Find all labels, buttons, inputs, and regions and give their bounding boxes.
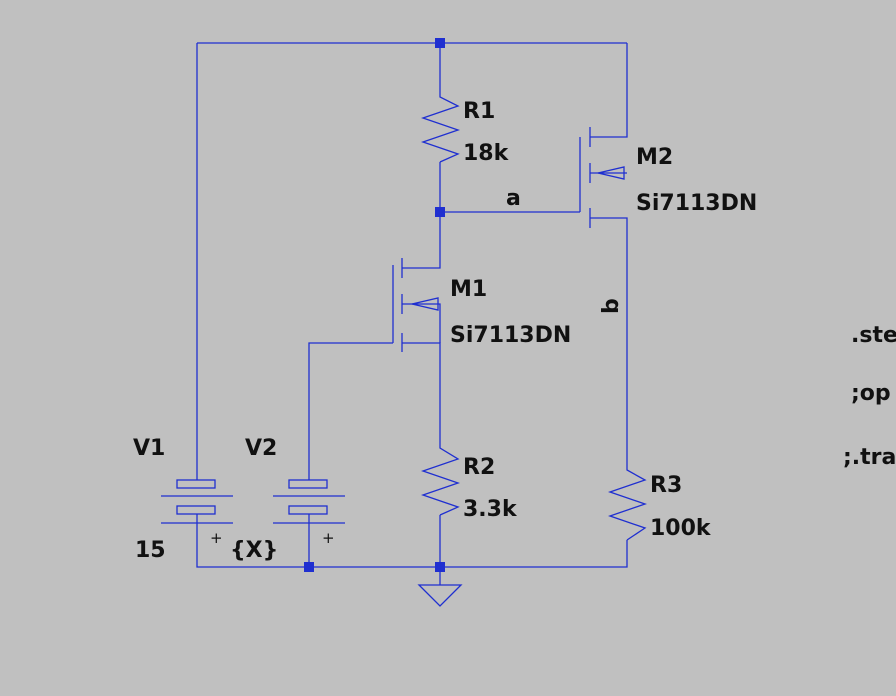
wires (196, 42, 628, 585)
ground-symbol[interactable] (417, 584, 463, 607)
v2-value: {X} (230, 538, 278, 563)
resistor-r3-zigzag (607, 463, 648, 541)
wire-a-to-m1[interactable] (402, 212, 441, 269)
resistor-r2[interactable] (420, 440, 461, 516)
resistor-r1[interactable] (420, 88, 461, 163)
r3-value: 100k (650, 516, 712, 541)
resistor-r3[interactable] (607, 463, 648, 541)
directive-step[interactable]: .ste (851, 323, 896, 348)
wire-v2-to-m1-gate[interactable] (308, 342, 393, 475)
m1-body (402, 303, 441, 343)
junction-node-a (435, 207, 445, 217)
v1-cell-bot (176, 505, 216, 515)
m2-model: Si7113DN (636, 191, 757, 216)
v1-plus-mark: + (210, 529, 223, 547)
resistor-r1-zigzag (420, 88, 461, 163)
wire-top-to-m2[interactable] (590, 43, 628, 138)
r1-value: 18k (463, 141, 510, 166)
wire-ground-rail[interactable] (196, 525, 628, 568)
directive-op[interactable]: ;op (851, 381, 891, 406)
m1-arrow-icon (411, 297, 439, 311)
mosfet-m1[interactable] (392, 258, 441, 352)
resistor-r2-zigzag (420, 440, 461, 516)
r1-name: R1 (463, 99, 495, 124)
spice-directives: .ste ;op ;.tra (843, 323, 896, 470)
r2-name: R2 (463, 455, 495, 480)
directive-tran[interactable]: ;.tra (843, 445, 896, 470)
m1-model: Si7113DN (450, 323, 571, 348)
mosfet-m2[interactable] (579, 127, 627, 228)
source-v2[interactable] (273, 475, 345, 525)
v1-name: V1 (133, 436, 165, 461)
m2-arrow-icon (597, 166, 625, 180)
m1-name: M1 (450, 277, 487, 302)
ground-icon (417, 584, 463, 607)
junction-ground (435, 562, 445, 572)
source-v1[interactable] (161, 475, 233, 525)
v1-value: 15 (135, 538, 166, 563)
v1-cell-top (176, 479, 216, 489)
v2-name: V2 (245, 436, 277, 461)
junctions (304, 38, 445, 572)
net-label-b[interactable]: b (599, 298, 624, 314)
junction-v2-ground (304, 562, 314, 572)
v2-cell-top (288, 479, 328, 489)
wire-net-b[interactable] (590, 217, 628, 463)
junction-top (435, 38, 445, 48)
v2-plus-mark: + (322, 529, 335, 547)
net-label-a[interactable]: a (506, 186, 521, 211)
wire-m1-to-r2[interactable] (402, 342, 441, 440)
r3-name: R3 (650, 473, 682, 498)
m2-name: M2 (636, 145, 673, 170)
labels: R1 18k M2 Si7113DN a b M1 Si7113DN R2 3.… (133, 99, 757, 563)
v2-cell-bot (288, 505, 328, 515)
r2-value: 3.3k (463, 497, 518, 522)
